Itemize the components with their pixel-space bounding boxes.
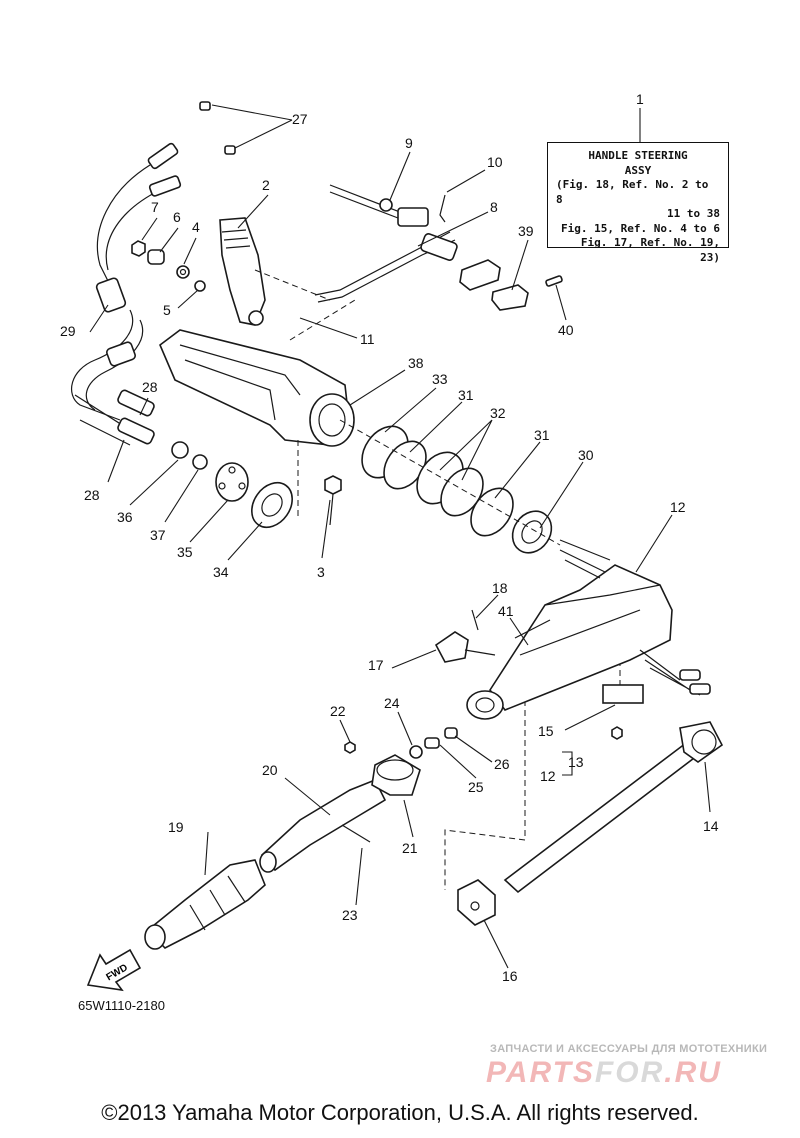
callout-17: 17	[368, 657, 384, 673]
callout-9: 9	[405, 135, 413, 151]
callout-40: 40	[558, 322, 574, 338]
callout-5: 5	[163, 302, 171, 318]
handle-lever	[219, 217, 266, 326]
assembly-note-box: HANDLE STEERING ASSY (Fig. 18, Ref. No. …	[547, 142, 729, 264]
callout-39: 39	[518, 223, 534, 239]
callout-29: 29	[60, 323, 76, 339]
callout-41: 41	[498, 603, 514, 619]
callout-28: 28	[142, 379, 158, 395]
callout-15: 15	[538, 723, 554, 739]
note-ref-line1: (Fig. 18, Ref. No. 2 to 8	[556, 178, 709, 206]
note-title-line2: ASSY	[624, 163, 652, 177]
callout-19: 19	[168, 819, 184, 835]
callout-35: 35	[177, 544, 193, 560]
watermark-logo-part3: .RU	[664, 1056, 722, 1089]
watermark-logo-part1: PARTS	[486, 1056, 595, 1089]
callout-28b: 28	[84, 487, 100, 503]
callout-2: 2	[262, 177, 270, 193]
callout-32: 32	[490, 405, 506, 421]
diagram-code: 65W1110-2180	[78, 998, 165, 1013]
handle-bracket	[159, 329, 355, 447]
callout-36: 36	[117, 509, 133, 525]
grip-assembly	[144, 754, 421, 950]
leader-lines	[89, 104, 711, 969]
shift-link	[459, 259, 563, 311]
note-ref-line3: Fig. 15, Ref. No. 4 to 6	[561, 221, 720, 235]
callout-7: 7	[151, 199, 159, 215]
callout-11: 11	[360, 331, 375, 347]
callout-20: 20	[262, 762, 278, 778]
small-fasteners	[131, 240, 206, 292]
washer-stack	[171, 425, 553, 554]
small-screws	[341, 727, 458, 843]
callout-3: 3	[317, 564, 325, 580]
callout-33: 33	[432, 371, 448, 387]
callout-37: 37	[150, 527, 166, 543]
watermark-logo-part2: FOR	[594, 1056, 665, 1089]
shift-rod	[314, 184, 458, 303]
cable-assembly	[71, 101, 236, 446]
callout-34: 34	[213, 564, 229, 580]
note-title-line1: HANDLE STEERING	[588, 149, 688, 162]
fwd-arrow-icon: FWD	[86, 948, 142, 992]
callout-12: 12	[670, 499, 686, 515]
clip-part	[457, 879, 496, 926]
copyright-notice: ©2013 Yamaha Motor Corporation, U.S.A. A…	[101, 1100, 699, 1125]
callout-38: 38	[408, 355, 424, 371]
callout-13: 13	[568, 754, 584, 770]
watermark-subtitle: ЗАПЧАСТИ И АКСЕССУАРЫ ДЛЯ МОТОТЕХНИКИ	[490, 1043, 768, 1055]
callout-21: 21	[402, 840, 418, 856]
callout-26: 26	[494, 756, 510, 772]
callout-23: 23	[342, 907, 358, 923]
callout-31b: 31	[534, 427, 550, 443]
note-ref-line4: Fig. 17, Ref. No. 19, 23)	[580, 236, 720, 264]
callout-22: 22	[330, 703, 346, 719]
note-ref-line2: 11 to 38	[667, 207, 720, 220]
steering-arm	[466, 539, 711, 720]
callout-14: 14	[703, 818, 719, 834]
callout-6: 6	[173, 209, 181, 225]
callout-10: 10	[487, 154, 503, 170]
callout-16: 16	[502, 968, 518, 984]
watermark-logo: PARTSFOR.RU	[486, 1056, 722, 1090]
callout-30: 30	[578, 447, 594, 463]
callout-24: 24	[384, 695, 400, 711]
callout-4: 4	[192, 219, 200, 235]
alignment-lines	[254, 269, 621, 890]
callout-25: 25	[468, 779, 484, 795]
callout-8: 8	[490, 199, 498, 215]
callout-31: 31	[458, 387, 474, 403]
callout-numbers: 1 2 3 4 5 6 7 8 9 10 11 12 12 13 14 15 1…	[60, 91, 719, 984]
callout-12b: 12	[540, 768, 556, 784]
steering-shaft	[503, 721, 724, 894]
callout-1: 1	[636, 91, 644, 107]
callout-27: 27	[292, 111, 308, 127]
callout-18: 18	[492, 580, 508, 596]
